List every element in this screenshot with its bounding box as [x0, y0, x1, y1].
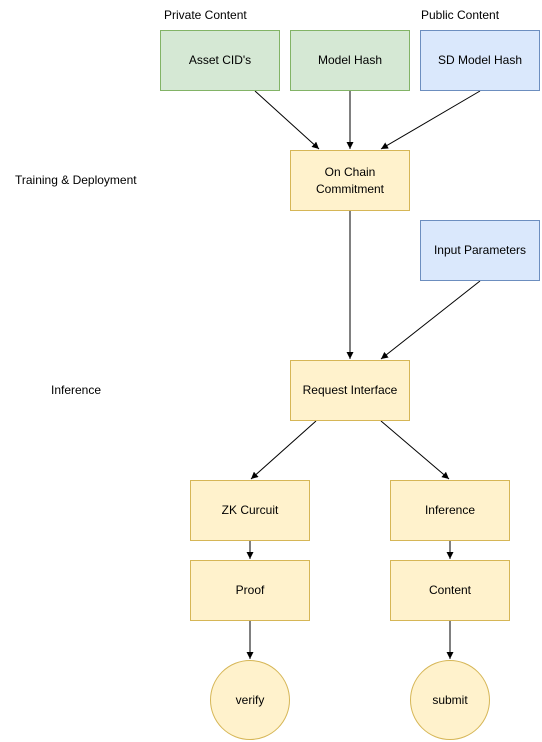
zk-circuit-node: ZK Curcuit: [190, 480, 310, 541]
proof-node: Proof: [190, 560, 310, 621]
content-text: Content: [428, 583, 472, 598]
submit-node: submit: [410, 660, 490, 740]
zk-circuit-text: ZK Curcuit: [221, 503, 279, 518]
inference-text: Inference: [424, 503, 476, 518]
input-parameters-node: Input Parameters: [420, 220, 540, 281]
model-hash-text: Model Hash: [317, 53, 383, 68]
edge-input-to-request: [380, 280, 481, 360]
edge-sd-to-commitment: [380, 90, 481, 150]
model-hash-node: Model Hash: [290, 30, 410, 91]
public-content-label: Public Content: [421, 8, 500, 22]
on-chain-commitment-text: On Chain Commitment: [315, 165, 384, 196]
sd-model-hash-text: SD Model Hash: [437, 53, 523, 68]
content-node: Content: [390, 560, 510, 621]
edge-request-to-inference: [380, 420, 450, 480]
on-chain-commitment-node: On Chain Commitment: [290, 150, 410, 211]
inference-node: Inference: [390, 480, 510, 541]
training-deployment-label: Training & Deployment: [15, 173, 137, 187]
private-content-label: Private Content: [164, 8, 247, 22]
verify-node: verify: [210, 660, 290, 740]
inference-label: Inference: [51, 383, 102, 397]
input-parameters-text: Input Parameters: [433, 243, 527, 258]
verify-text: verify: [235, 692, 265, 707]
submit-text: submit: [432, 692, 468, 707]
request-interface-text: Request Interface: [302, 383, 398, 398]
edge-request-to-zk: [250, 420, 317, 480]
edge-asset-to-commitment: [254, 90, 320, 150]
proof-text: Proof: [235, 583, 265, 598]
request-interface-node: Request Interface: [290, 360, 410, 421]
asset-cids-text: Asset CID's: [188, 53, 252, 68]
asset-cids-node: Asset CID's: [160, 30, 280, 91]
sd-model-hash-node: SD Model Hash: [420, 30, 540, 91]
